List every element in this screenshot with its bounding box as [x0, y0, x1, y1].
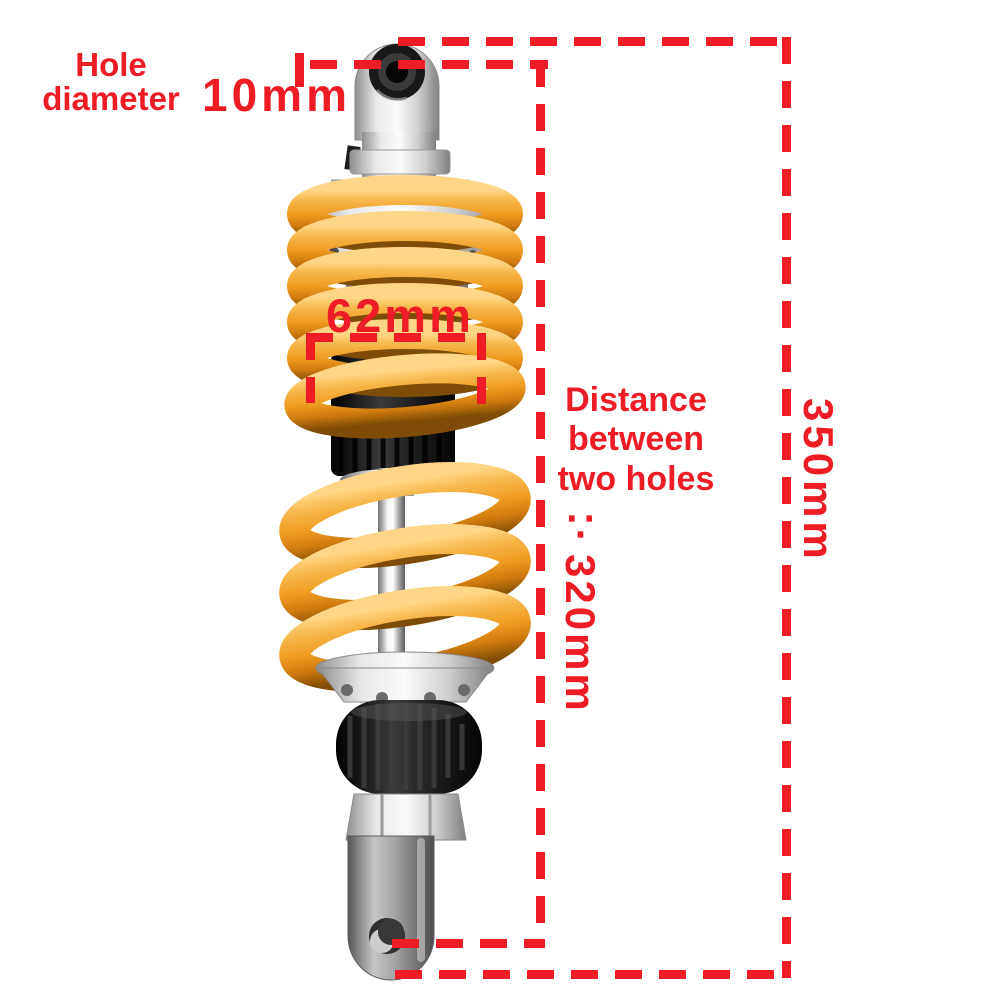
lock-nut — [345, 793, 467, 841]
spring-seat — [315, 651, 495, 704]
overall-length-bottom-line — [395, 970, 791, 979]
hole-distance-vertical-line — [536, 60, 545, 948]
hole-distance-bottom-line — [392, 939, 545, 948]
hole-diameter-value: 10mm — [202, 69, 351, 121]
body-width-box-left — [306, 333, 315, 403]
main-spring-lower — [279, 462, 531, 692]
body-width-box-top — [306, 333, 486, 342]
hole-diameter-label: Hole diameter — [42, 46, 180, 118]
hole-bracket-tick — [295, 53, 304, 87]
overall-length-right-line — [782, 37, 791, 978]
clevis-hole — [369, 918, 405, 954]
body-width-value: 62mm — [326, 289, 474, 342]
body-width-box-right — [477, 333, 486, 411]
preload-adjuster-knob — [336, 700, 482, 794]
overall-length-value: 350mm — [795, 398, 842, 563]
overall-length-top-line — [398, 37, 790, 46]
hole-distance-value: ∵320mm — [557, 502, 604, 714]
hole-distance-label: Distance between two holes — [557, 381, 715, 498]
bottom-clevis-mount — [347, 835, 435, 981]
top-eye-mount — [354, 43, 440, 141]
hole-bracket-line — [310, 60, 548, 69]
